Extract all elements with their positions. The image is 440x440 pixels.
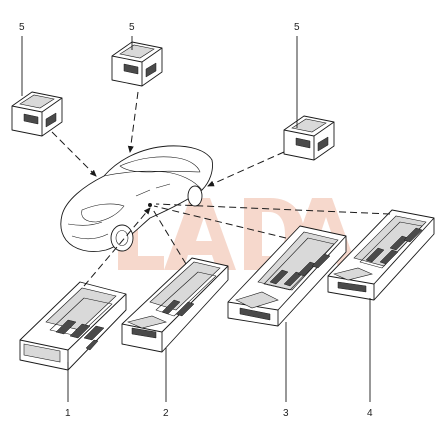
switch-location-marker xyxy=(148,203,152,207)
callout-2: 2 xyxy=(163,408,169,419)
part-5b-switch xyxy=(111,41,163,87)
part-1-switch-block xyxy=(19,281,127,371)
arrow-5c-to-car xyxy=(207,151,285,187)
car-illustration xyxy=(60,145,213,252)
arrow-5a-to-car xyxy=(51,131,97,177)
part-5c-switch xyxy=(283,115,335,161)
part-3-switch-block xyxy=(227,225,347,327)
callout-5c: 5 xyxy=(294,22,300,33)
arrow-5b-to-car xyxy=(127,91,139,153)
arrow-4-to-car xyxy=(155,203,391,215)
arrow-1-to-car xyxy=(83,207,151,287)
callout-leaders xyxy=(21,36,371,402)
callout-4: 4 xyxy=(367,408,373,419)
callout-5a: 5 xyxy=(19,22,25,33)
part-5a-switch xyxy=(11,91,63,137)
callout-labels: 5 5 5 1 2 3 4 xyxy=(19,22,373,419)
callout-1: 1 xyxy=(65,408,71,419)
assembly-arrows xyxy=(51,91,391,287)
part-2-switch-block xyxy=(121,257,229,353)
part-4-switch-block xyxy=(327,209,435,301)
callout-3: 3 xyxy=(283,408,289,419)
callout-5b: 5 xyxy=(129,22,135,33)
arrow-3-to-car xyxy=(153,205,287,239)
